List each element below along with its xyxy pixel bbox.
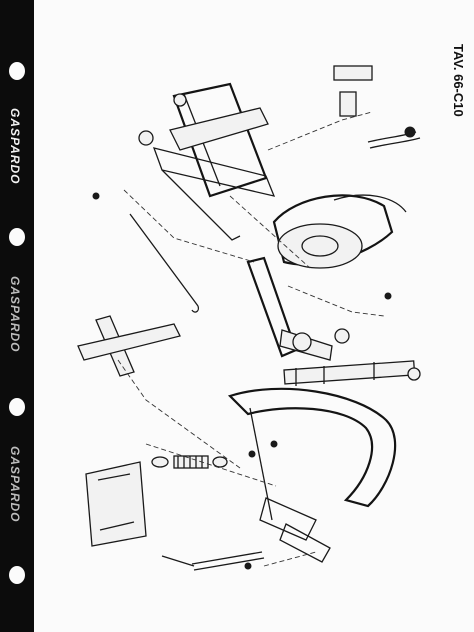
spring-stack [151,455,228,469]
pins-and-bolts [92,192,392,570]
plate-code: TAV. 66-C10 [451,44,466,117]
assembly-guide-lines [117,111,385,567]
upper-frame-beam [138,82,276,241]
brand-band: GASPARDO GASPARDO GASPARDO [0,0,34,632]
brand-mark: GASPARDO [8,446,22,523]
disc-housing [272,194,407,269]
rod [129,213,200,313]
binder-hole [9,566,25,584]
binder-hole [9,228,25,246]
binder-hole [9,398,25,416]
top-right-parts [333,65,416,138]
exploded-view-drawing [77,65,421,571]
binder-hole [9,62,25,80]
chain-lower [161,551,265,571]
lower-frame-arc [227,387,397,563]
t-frame [77,315,181,377]
brand-mark: GASPARDO [8,108,22,185]
central-shaft [246,256,350,361]
telescopic-link [283,360,421,386]
lower-left-bracket [85,461,147,547]
brand-mark: GASPARDO [8,276,22,353]
